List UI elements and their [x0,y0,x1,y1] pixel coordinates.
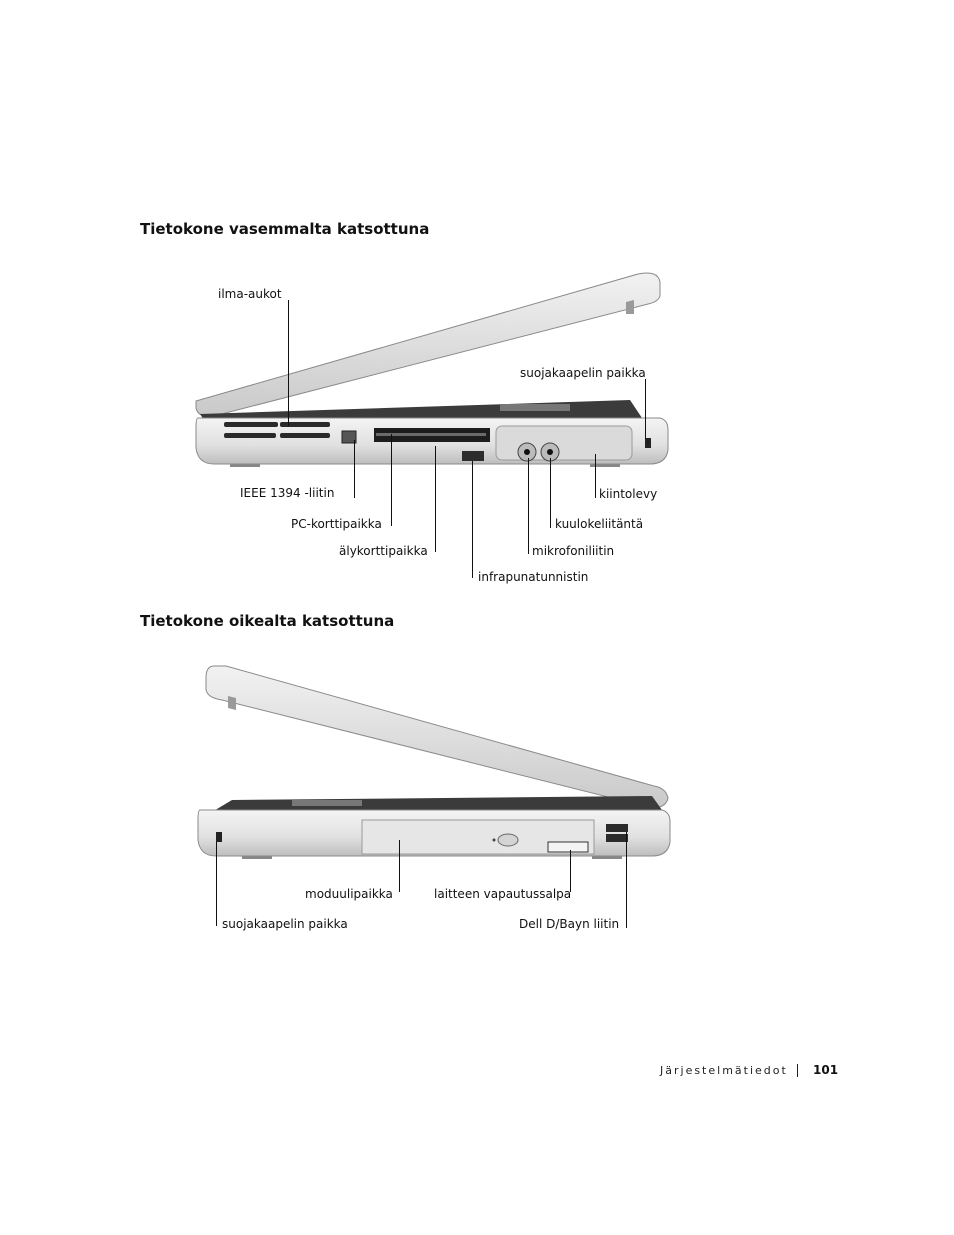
vents-label: ilma-aukot [218,287,282,301]
pc-card-leader-line [391,434,392,526]
smart-card-label: älykorttipaikka [339,544,428,558]
ieee1394-leader-line [354,440,355,498]
dbay-connector-label: Dell D/Bayn liitin [519,917,620,931]
pc-card-label: PC-korttipaikka [291,517,382,531]
footer-section-title: Järjestelmätiedot [660,1064,788,1077]
right-view-heading: Tietokone oikealta katsottuna [140,612,395,630]
hard-drive-leader-line [595,454,596,498]
headphone-label: kuulokeliitäntä [555,517,644,531]
headphone-leader-line [550,458,551,528]
right-security-slot-label: suojakaapelin paikka [222,917,348,931]
footer-separator [797,1064,798,1077]
laptop-right-side-illustration [197,665,671,859]
vents-leader-line [288,300,289,426]
ieee1394-label: IEEE 1394 -liitin [240,486,335,500]
right-security-slot-leader-line [216,842,217,926]
microphone-label: mikrofoniliitin [532,544,615,558]
page-number: 101 [813,1063,839,1077]
infrared-leader-line [472,461,473,578]
module-bay-leader-line [399,840,400,892]
left-view-heading: Tietokone vasemmalta katsottuna [140,220,430,238]
laptop-left-side-illustration [195,272,669,467]
smart-card-leader-line [435,446,436,552]
release-latch-leader-line [570,850,571,892]
security-slot-leader-line [645,379,646,439]
dbay-connector-leader-line [626,832,627,928]
module-bay-label: moduulipaikka [305,887,393,901]
security-slot-label: suojakaapelin paikka [520,366,646,380]
infrared-label: infrapunatunnistin [478,570,589,584]
hard-drive-label: kiintolevy [599,487,658,501]
microphone-leader-line [528,458,529,554]
release-latch-label: laitteen vapautussalpa [434,887,572,901]
